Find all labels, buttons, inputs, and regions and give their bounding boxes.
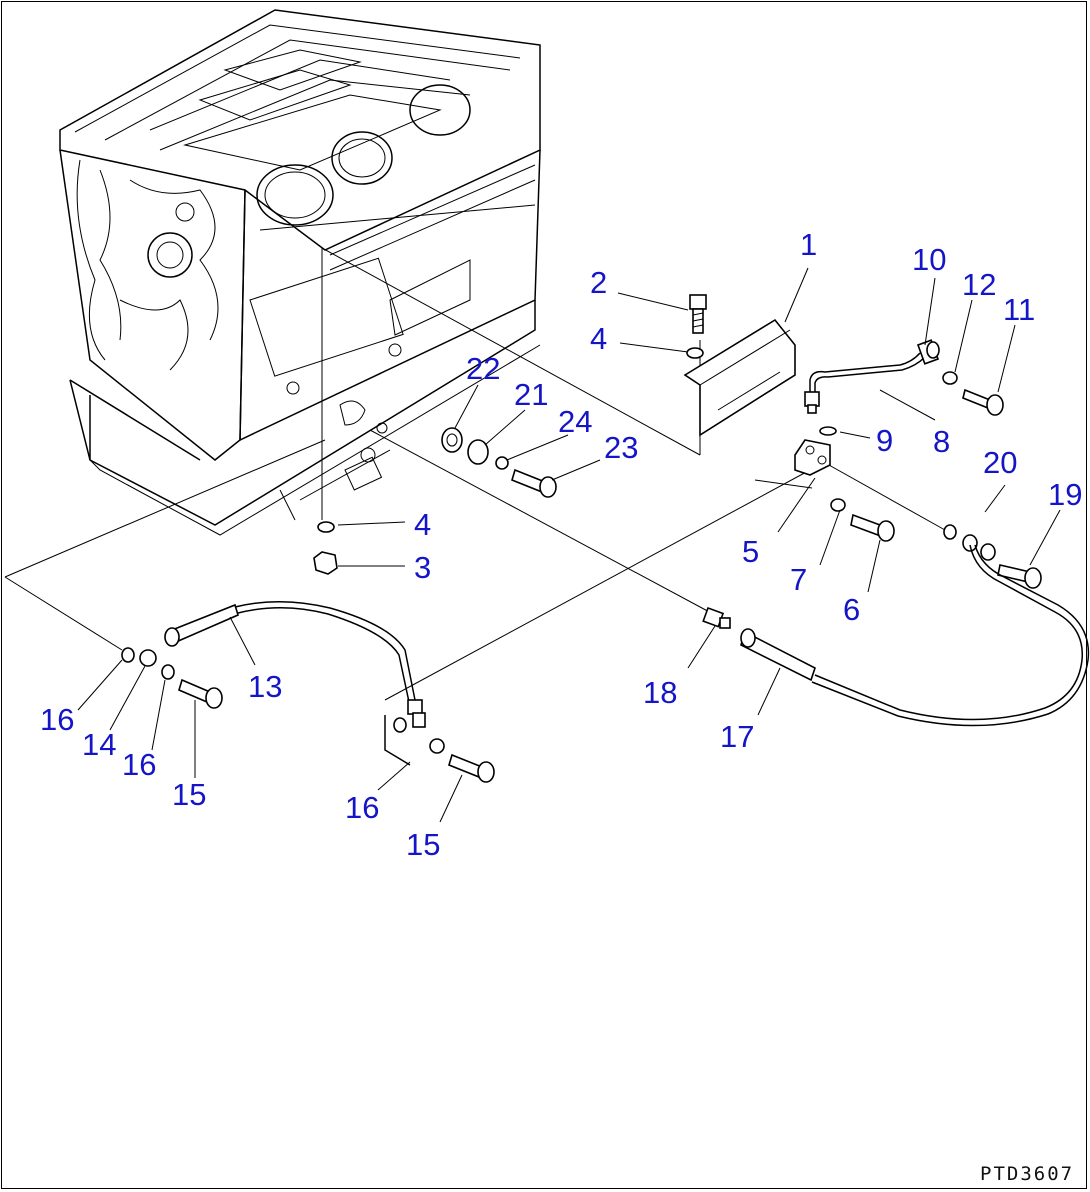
callout-23: 23 (604, 430, 638, 465)
part-fitting-10 (916, 339, 940, 365)
part-washer-4-upper (686, 347, 704, 359)
part-hose-17 (740, 544, 1090, 727)
part-hose-13 (164, 601, 426, 728)
engine-block (59, 9, 541, 536)
callout-4-lower: 4 (414, 507, 431, 542)
callout-11: 11 (1003, 292, 1035, 327)
part-adapter-18 (702, 606, 731, 629)
callout-6: 6 (843, 592, 860, 627)
part-bolt-23 (511, 468, 557, 498)
callout-3: 3 (414, 550, 431, 585)
callout-9: 9 (876, 423, 893, 458)
drawing-code: PTD3607 (980, 1163, 1074, 1185)
leader-lines (4, 247, 946, 701)
part-bolt-15-a (178, 678, 223, 709)
part-washer-7 (830, 498, 846, 512)
callout-7: 7 (790, 562, 807, 597)
callout-15-b: 15 (406, 827, 440, 862)
part-bracket-16 (384, 715, 445, 766)
callout-15-a: 15 (172, 777, 206, 812)
part-gasket-12 (942, 371, 958, 385)
callout-8: 8 (933, 424, 950, 459)
callout-16-c: 16 (345, 790, 379, 825)
callout-16-b: 16 (122, 747, 156, 782)
callout-10: 10 (912, 242, 946, 277)
callout-5: 5 (742, 534, 759, 569)
callout-2: 2 (590, 265, 607, 300)
callout-12: 12 (962, 267, 996, 302)
callout-21: 21 (514, 377, 548, 412)
callout-20: 20 (983, 445, 1017, 480)
part-bolt-6 (850, 513, 895, 542)
part-fitting-14 (139, 649, 157, 667)
part-bolt-15-b (448, 753, 495, 783)
part-bolt-11 (962, 388, 1004, 416)
part-seal-22 (441, 427, 463, 453)
part-nut-3 (313, 551, 338, 575)
part-gasket-20 (943, 524, 996, 561)
callout-17: 17 (720, 719, 754, 754)
part-tube-8 (804, 352, 926, 414)
callout-22: 22 (466, 351, 500, 386)
part-washer-24 (495, 456, 509, 470)
callout-18: 18 (643, 675, 677, 710)
part-bracket-1 (683, 318, 796, 437)
part-gasket-21 (467, 439, 489, 465)
callout-14: 14 (82, 727, 116, 762)
part-oring-9 (819, 426, 837, 436)
callout-13: 13 (248, 669, 282, 704)
part-bolt-2 (689, 294, 707, 334)
callout-24: 24 (558, 404, 592, 439)
callout-4-upper: 4 (590, 321, 607, 356)
callout-16-a: 16 (40, 702, 74, 737)
callout-labels: 1 2 4 10 12 11 22 21 24 23 9 8 20 19 4 3… (40, 227, 1082, 862)
part-washer-16-b (161, 664, 175, 680)
callout-1: 1 (800, 227, 817, 262)
callout-19: 19 (1048, 477, 1082, 512)
part-bolt-19 (997, 564, 1042, 589)
part-bracket-5 (794, 439, 831, 476)
part-washer-4-lower (317, 521, 335, 533)
part-washer-16-a (121, 647, 135, 663)
callout-leaders (77, 267, 1061, 823)
